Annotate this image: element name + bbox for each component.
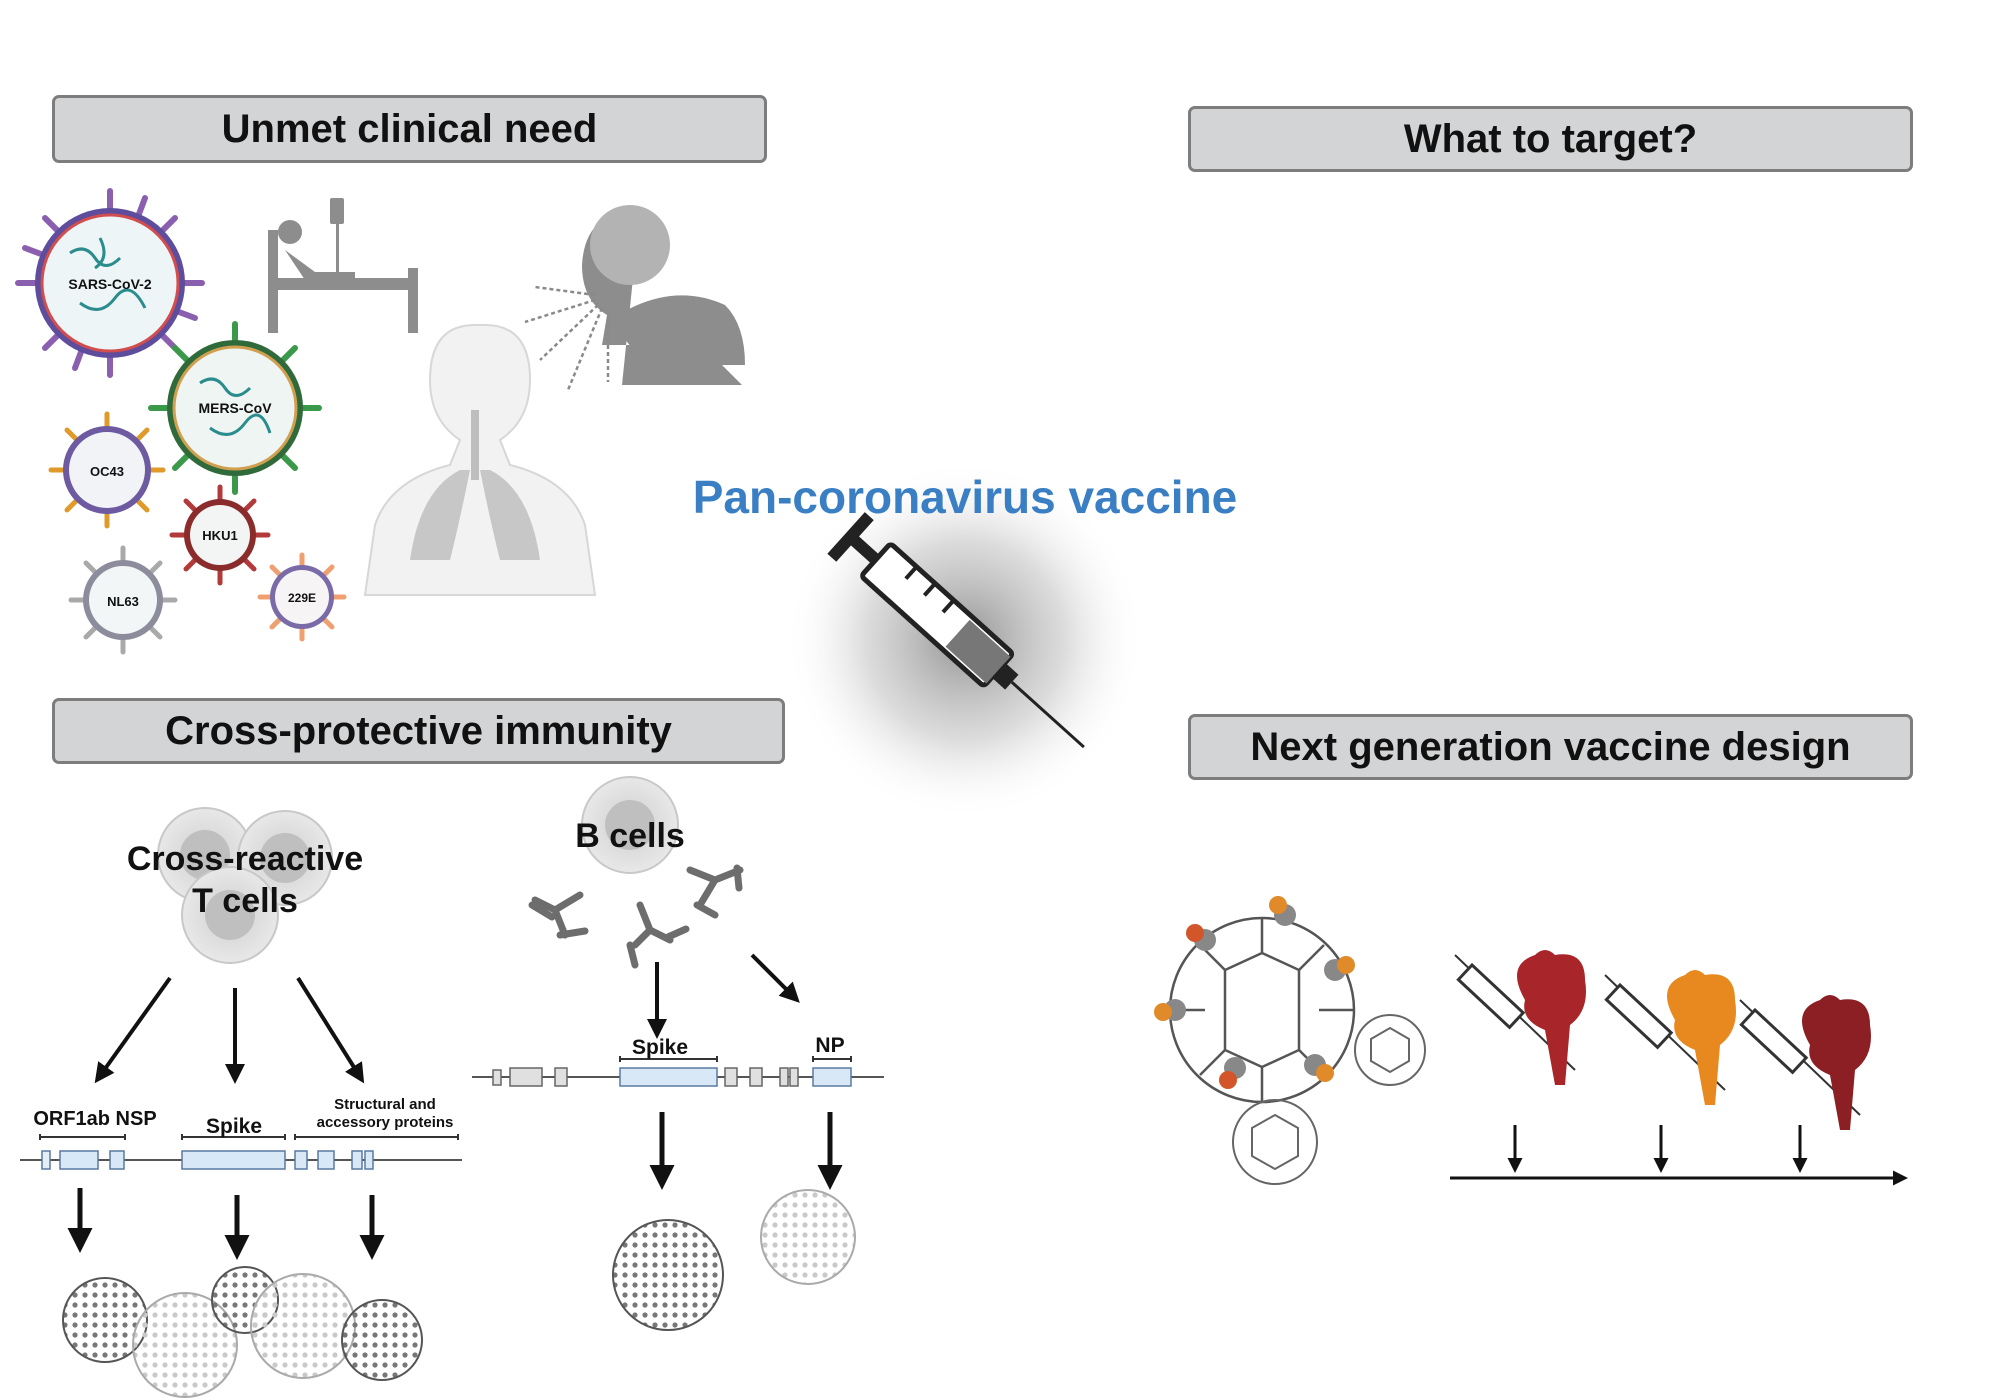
virus-mers-cov [148, 321, 322, 495]
cough-droplets-icon [524, 285, 610, 391]
antibodies-icon [528, 864, 744, 969]
vaccine-syringe-3-icon [1739, 995, 1871, 1130]
virus-229e [257, 552, 347, 642]
virus-sars-cov-2 [15, 188, 205, 378]
bcell-arrows [647, 953, 800, 1039]
nanoparticle-antigens-icon [1154, 896, 1355, 1089]
panel-header-next-generation-vaccine-design: Next generation vaccine design [1188, 714, 1913, 780]
tcells-label-line2: T cells [192, 882, 298, 920]
dose-arrows [1507, 1125, 1808, 1173]
hospital-bed-icon [268, 198, 418, 333]
genome-label-structural-line1: Structural and [334, 1096, 436, 1113]
tcell-virus-arrows [67, 1188, 385, 1260]
bcells-label: B cells [575, 817, 685, 855]
center-title-pan-coronavirus-vaccine: Pan-coronavirus vaccine [692, 471, 1238, 523]
tcells-label-line1: Cross-reactive [127, 840, 363, 878]
panel-header-unmet-clinical-need: Unmet clinical need [52, 95, 767, 163]
virus-label-229e: 229E [288, 591, 316, 605]
genome-label-spike-b: Spike [632, 1036, 688, 1059]
virus-label-hku1: HKU1 [202, 528, 237, 543]
bcell-virus-arrows [649, 1112, 843, 1190]
genome-label-spike-t: Spike [206, 1115, 262, 1138]
virus-label-oc43: OC43 [90, 464, 124, 479]
virus-hku1 [169, 484, 271, 586]
lungs-patient-icon [363, 324, 597, 596]
virus-nl63 [68, 545, 178, 655]
genome-label-structural-line2: accessory proteins [317, 1114, 454, 1131]
virus-label-mers-cov: MERS-CoV [198, 400, 272, 416]
panel-header-cross-protective-immunity: Cross-protective immunity [52, 698, 785, 764]
small-nanoparticle-icon [1232, 1014, 1426, 1185]
virus-oc43 [48, 411, 166, 529]
panel-header-what-to-target: What to target? [1188, 106, 1913, 172]
coughing-person-icon [582, 205, 745, 385]
genome-label-np: NP [815, 1034, 844, 1057]
bcell-genome-map [472, 1056, 884, 1087]
b-cell-icon [581, 776, 679, 874]
vaccine-syringe-1-icon [1454, 950, 1586, 1085]
syringe-icon [827, 512, 1085, 749]
vaccine-syringe-2-icon [1604, 970, 1736, 1105]
virus-particles-b [612, 1189, 856, 1331]
genome-label-orf1ab: ORF1ab NSP [33, 1108, 156, 1130]
virus-label-nl63: NL63 [107, 594, 139, 609]
virus-particles-cluster-t [62, 1266, 423, 1398]
virus-label-sars-cov-2: SARS-CoV-2 [68, 276, 151, 292]
t-cells-icon [157, 807, 333, 964]
tcell-genome-map [20, 1134, 462, 1170]
tcell-arrows [94, 976, 365, 1084]
